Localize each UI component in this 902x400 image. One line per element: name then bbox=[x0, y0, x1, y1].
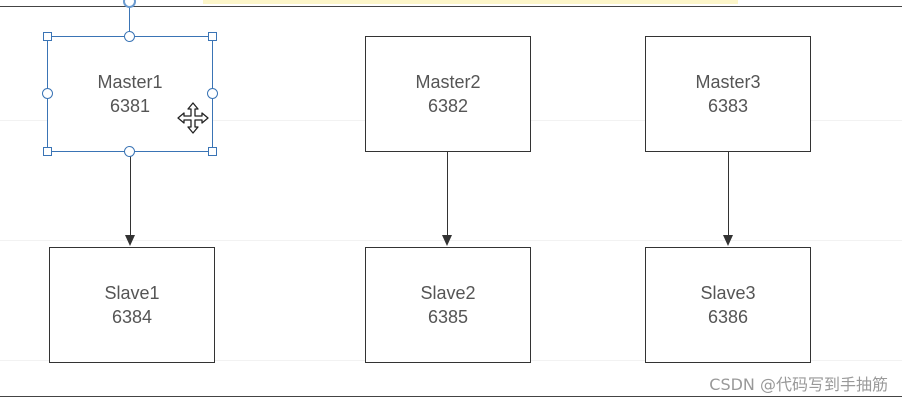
rotation-handle[interactable] bbox=[123, 0, 136, 8]
watermark-text: CSDN @代码写到手抽筋 bbox=[709, 375, 888, 394]
node-slave1[interactable]: Slave1 6384 bbox=[49, 247, 215, 363]
node-port: 6386 bbox=[707, 307, 749, 327]
node-slave3[interactable]: Slave3 6386 bbox=[645, 247, 811, 363]
resize-handle-bottom-right[interactable] bbox=[208, 147, 217, 156]
node-name: Master3 bbox=[695, 72, 761, 92]
resize-handle-top-left[interactable] bbox=[43, 32, 52, 41]
page-top-border bbox=[0, 6, 902, 7]
connect-handle-right[interactable] bbox=[207, 88, 218, 99]
edge-master3-slave3[interactable] bbox=[728, 152, 729, 236]
edge-master1-slave1[interactable] bbox=[130, 152, 131, 236]
edge-master2-slave2[interactable] bbox=[447, 152, 448, 236]
resize-handle-top-right[interactable] bbox=[208, 32, 217, 41]
connect-handle-bottom[interactable] bbox=[124, 146, 135, 157]
arrowhead-slave1 bbox=[125, 235, 135, 246]
connect-handle-left[interactable] bbox=[42, 88, 53, 99]
node-name: Slave2 bbox=[420, 283, 476, 303]
page-bottom-border bbox=[0, 396, 902, 397]
node-slave2[interactable]: Slave2 6385 bbox=[365, 247, 531, 363]
arrowhead-slave2 bbox=[442, 235, 452, 246]
node-port: 6385 bbox=[427, 307, 469, 327]
node-name: Master2 bbox=[415, 72, 481, 92]
node-name: Slave1 bbox=[104, 283, 160, 303]
top-highlight-strip bbox=[203, 0, 738, 4]
connect-handle-top[interactable] bbox=[124, 31, 135, 42]
node-master2[interactable]: Master2 6382 bbox=[365, 36, 531, 152]
node-port: 6381 bbox=[109, 96, 151, 116]
node-name: Master1 bbox=[97, 72, 163, 92]
node-port: 6384 bbox=[111, 307, 153, 327]
node-master3[interactable]: Master3 6383 bbox=[645, 36, 811, 152]
node-port: 6382 bbox=[427, 96, 469, 116]
move-cursor-icon bbox=[177, 102, 209, 134]
resize-handle-bottom-left[interactable] bbox=[43, 147, 52, 156]
arrowhead-slave3 bbox=[723, 235, 733, 246]
rotation-handle-stem bbox=[129, 6, 130, 36]
node-name: Slave3 bbox=[700, 283, 756, 303]
node-port: 6383 bbox=[707, 96, 749, 116]
